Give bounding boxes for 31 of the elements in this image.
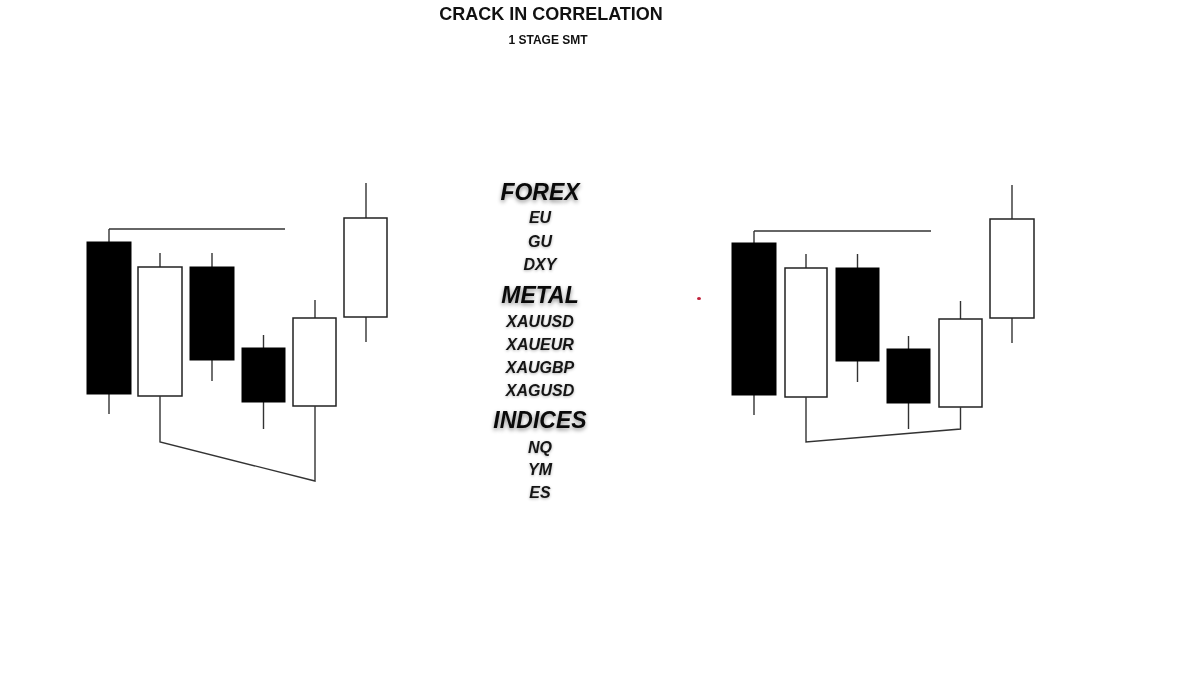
- swing-low-line: [159, 395, 316, 482]
- subtitle: 1 STAGE SMT: [508, 34, 588, 46]
- bullish-candle: [137, 252, 183, 397]
- instrument-label: XAGUSD: [505, 383, 575, 399]
- category-heading: FOREX: [500, 180, 580, 204]
- bullish-candle: [292, 299, 337, 407]
- bearish-candle: [886, 335, 931, 430]
- swing-high-line: [108, 228, 286, 230]
- bullish-candle: [784, 253, 828, 398]
- category-heading: METAL: [501, 283, 579, 307]
- instrument-label: XAUGBP: [505, 360, 575, 376]
- title: CRACK IN CORRELATION: [439, 5, 663, 23]
- swing-high-line: [753, 230, 932, 232]
- bearish-candle: [731, 230, 777, 416]
- swing-low-line: [805, 396, 962, 443]
- instrument-label: XAUUSD: [506, 314, 574, 330]
- bearish-candle: [241, 334, 286, 430]
- instrument-label: XAUEUR: [506, 337, 574, 353]
- bearish-candle: [189, 252, 235, 382]
- bullish-candle: [343, 182, 388, 343]
- bearish-candle: [835, 253, 880, 383]
- instrument-label: ES: [529, 485, 551, 501]
- bullish-candle: [938, 300, 983, 408]
- category-heading: INDICES: [493, 408, 587, 432]
- instrument-label: DXY: [523, 257, 557, 273]
- bearish-candle: [86, 228, 132, 415]
- instrument-label: NQ: [528, 440, 552, 456]
- instrument-label: EU: [528, 210, 552, 226]
- bullish-candle: [989, 184, 1035, 344]
- instrument-label: GU: [528, 234, 552, 250]
- instrument-label: YM: [528, 462, 552, 478]
